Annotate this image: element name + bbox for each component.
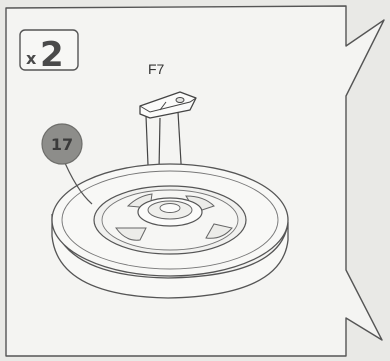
wheel-illustration (52, 164, 288, 298)
quantity-prefix: x (26, 49, 37, 68)
part-label: F7 (148, 61, 165, 77)
quantity-badge: x 2 (20, 30, 78, 75)
quantity-number: 2 (40, 35, 64, 75)
part-callout: 17 (42, 124, 82, 164)
callout-number: 17 (51, 135, 73, 154)
